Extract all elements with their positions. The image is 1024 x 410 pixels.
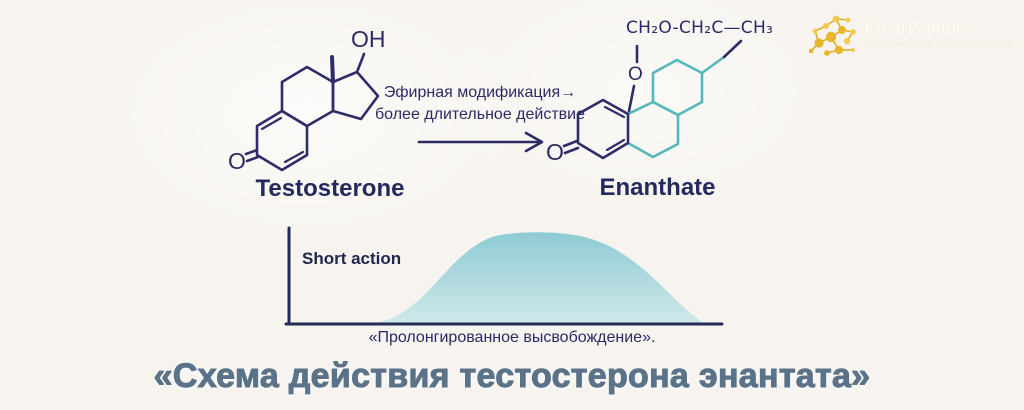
logo-brand-name: ElixirPeptide xyxy=(864,18,965,39)
testosterone-ketone-label: O xyxy=(228,148,246,174)
transition-annotation-line2: более длительное действие xyxy=(375,106,585,123)
release-curve xyxy=(372,232,705,324)
logo-text-block: ElixirPeptide ЧУДО НАУКИ В КАЖДОЙ КАПЛЕ xyxy=(864,18,1012,50)
enanthate-name: Enanthate xyxy=(599,174,716,201)
testosterone-hydroxyl-label: OH xyxy=(351,26,386,52)
transition-annotation: Эфирная модификация→ более длительное де… xyxy=(374,82,586,126)
brand-logo: ElixirPeptide ЧУДО НАУКИ В КАЖДОЙ КАПЛЕ xyxy=(809,10,1012,58)
page-title: «Схема действия тестостерона энантата» xyxy=(153,357,871,396)
reaction-arrow xyxy=(417,131,544,153)
enanthate-ester-oxygen-label: O xyxy=(628,64,643,85)
transition-annotation-line1: Эфирная модификация→ xyxy=(383,84,577,101)
release-curve-graph xyxy=(284,226,724,326)
testosterone-structure xyxy=(244,52,380,172)
enanthate-ketone-label: O xyxy=(546,139,564,165)
logo-tagline: ЧУДО НАУКИ В КАЖДОЙ КАПЛЕ xyxy=(864,40,1012,49)
enanthate-ester-chain-formula: CH₂O-CH₂C—CH₃ xyxy=(626,18,774,38)
testosterone-name: Testosterone xyxy=(255,175,405,202)
molecule-icon xyxy=(809,15,856,56)
enanthate-structure xyxy=(562,39,743,160)
short-action-label: Short action xyxy=(302,249,402,268)
prolonged-release-caption: «Пролонгированное высвобождение». xyxy=(368,329,656,346)
graph-axes xyxy=(284,226,724,326)
